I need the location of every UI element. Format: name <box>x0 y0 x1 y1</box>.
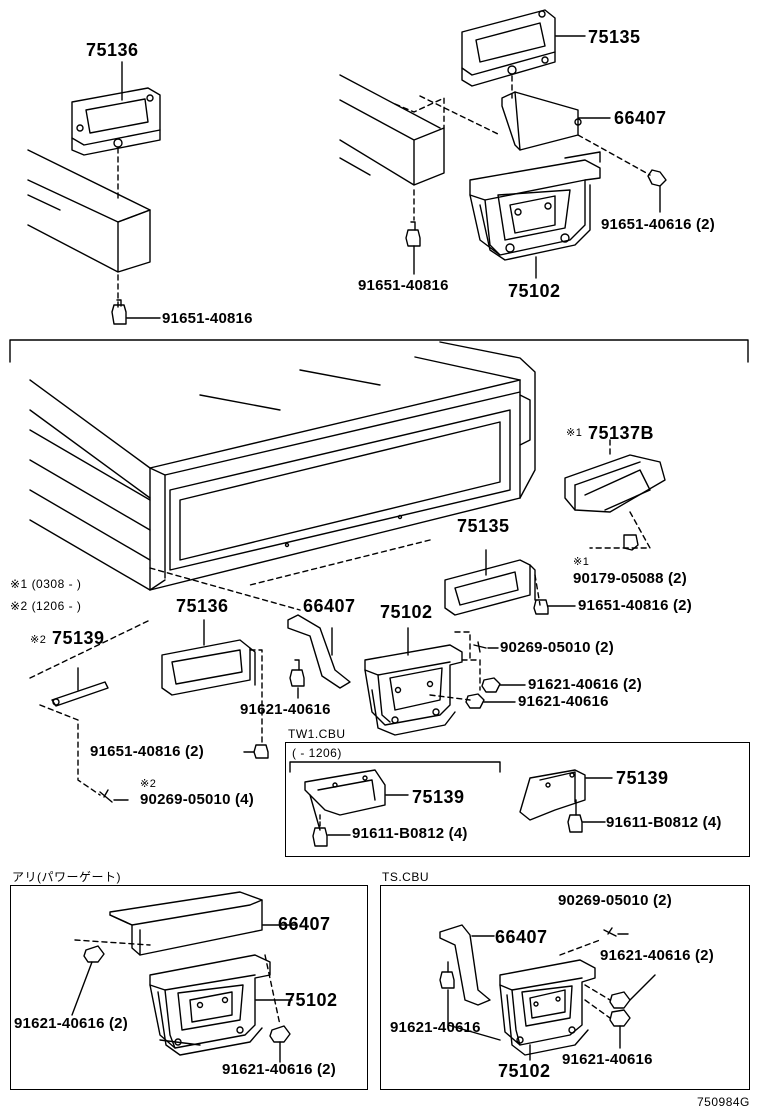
label-75139-tw1-b: 75139 <box>616 768 669 788</box>
label-91621-40616-ts-a: 91621-40616 (2) <box>600 947 714 964</box>
holder-75102-main-icon <box>364 644 463 736</box>
tw1-range: ( - 1206) <box>292 746 342 760</box>
label-75135-main: 75135 <box>457 516 510 536</box>
label-91621-40616-right: 91621-40616 <box>518 693 609 710</box>
label-91621-40616-ts-c: 91621-40616 <box>562 1051 653 1068</box>
label-90269-05010-2: 90269-05010 (2) <box>500 639 614 656</box>
label-75139-main: 75139 <box>52 628 105 648</box>
bracket-75135-top-icon <box>461 9 556 87</box>
label-66407-ts: 66407 <box>495 927 548 947</box>
figure-code: 750984G <box>697 1095 750 1109</box>
holder-75102-top-icon <box>469 151 601 261</box>
tw1-title: TW1.CBU <box>288 727 346 741</box>
label-91651-40816-main: 91651-40816 (2) <box>578 597 692 614</box>
clip-90179-05088-icon <box>623 534 639 551</box>
label-91621-40616-pg-a: 91621-40616 (2) <box>14 1015 128 1032</box>
label-91621-40616-left: 91621-40616 <box>240 701 331 718</box>
bolt-91621-40616-b-icon <box>465 693 485 709</box>
legend-2: ※2 (1206 - ) <box>10 599 82 613</box>
ts-title: TS.CBU <box>382 870 430 884</box>
bolt-91651-40816-lower-icon <box>253 744 269 759</box>
label-91611-b0812-a: 91611-B0812 (4) <box>352 825 468 842</box>
bolt-91621-40616-a-icon <box>481 677 501 693</box>
label-75136-main: 75136 <box>176 596 229 616</box>
label-91611-b0812-b: 91611-B0812 (4) <box>606 814 722 831</box>
ts-box-illustrations <box>439 924 656 1061</box>
section-divider <box>9 339 749 363</box>
label-91651-40816-lower: 91651-40816 (2) <box>90 743 204 760</box>
label-91621-40616-ts-b: 91621-40616 <box>390 1019 481 1036</box>
label-75139-tw1-a: 75139 <box>412 787 465 807</box>
label-75102-top: 75102 <box>508 281 561 301</box>
power-gate-frame <box>10 885 368 1090</box>
note-clip: ※1 <box>573 556 590 568</box>
label-91651-40816-mid: 91651-40816 <box>358 277 449 294</box>
note-screw: ※2 <box>140 778 157 790</box>
power-gate-title: アリ(パワーゲート) <box>12 870 121 884</box>
bracket-75136-top-icon <box>71 87 161 156</box>
label-90269-05010-4: 90269-05010 (4) <box>140 791 254 808</box>
screw-90269-05010-lower-icon <box>99 789 113 803</box>
note-rod: ※2 <box>30 634 47 646</box>
tw1-cbu-frame <box>285 742 750 857</box>
label-75135-top: 75135 <box>588 27 641 47</box>
cover-75137b-icon <box>564 454 666 513</box>
tw1-box-illustrations <box>289 761 613 847</box>
top-right-assembly <box>339 9 667 279</box>
label-90179-05088: 90179-05088 (2) <box>573 570 687 587</box>
bolt-91651-40816-mid-icon <box>405 221 421 247</box>
power-gate-box-illustrations <box>71 891 296 1063</box>
bolt-91651-40616-top-icon <box>647 169 667 187</box>
bolt-91651-40816-top-icon <box>111 299 127 325</box>
label-66407-top: 66407 <box>614 108 667 128</box>
rod-75139-icon <box>51 681 109 707</box>
label-75137b: 75137B <box>588 423 655 443</box>
label-90269-05010-ts: 90269-05010 (2) <box>558 892 672 909</box>
label-66407-main: 66407 <box>303 596 356 616</box>
bracket-75135-main-icon <box>444 559 536 616</box>
label-75102-ts: 75102 <box>498 1061 551 1081</box>
label-91621-40616-pg-b: 91621-40616 (2) <box>222 1061 336 1078</box>
plate-66407-top-icon <box>501 91 582 151</box>
plate-66407-main-icon <box>287 614 351 689</box>
label-75102-main: 75102 <box>380 602 433 622</box>
bolt-91621-40616-left-icon <box>289 659 305 687</box>
label-91651-40616-top: 91651-40616 (2) <box>601 216 715 233</box>
label-66407-pg: 66407 <box>278 914 331 934</box>
label-91621-40616-2: 91621-40616 (2) <box>528 676 642 693</box>
truck-body-illustration <box>29 341 536 591</box>
screw-90269-05010-main-icon <box>473 641 487 653</box>
bolt-91651-40816-main-icon <box>533 599 549 615</box>
label-75102-pg: 75102 <box>285 990 338 1010</box>
legend-1: ※1 (0308 - ) <box>10 577 82 591</box>
top-left-assembly <box>27 61 161 325</box>
ts-cbu-frame <box>380 885 750 1090</box>
label-75136-top: 75136 <box>86 40 139 60</box>
bracket-75136-main-icon <box>161 639 256 696</box>
note-cover-75137b: ※1 <box>566 427 583 439</box>
label-91651-40816-top: 91651-40816 <box>162 310 253 327</box>
